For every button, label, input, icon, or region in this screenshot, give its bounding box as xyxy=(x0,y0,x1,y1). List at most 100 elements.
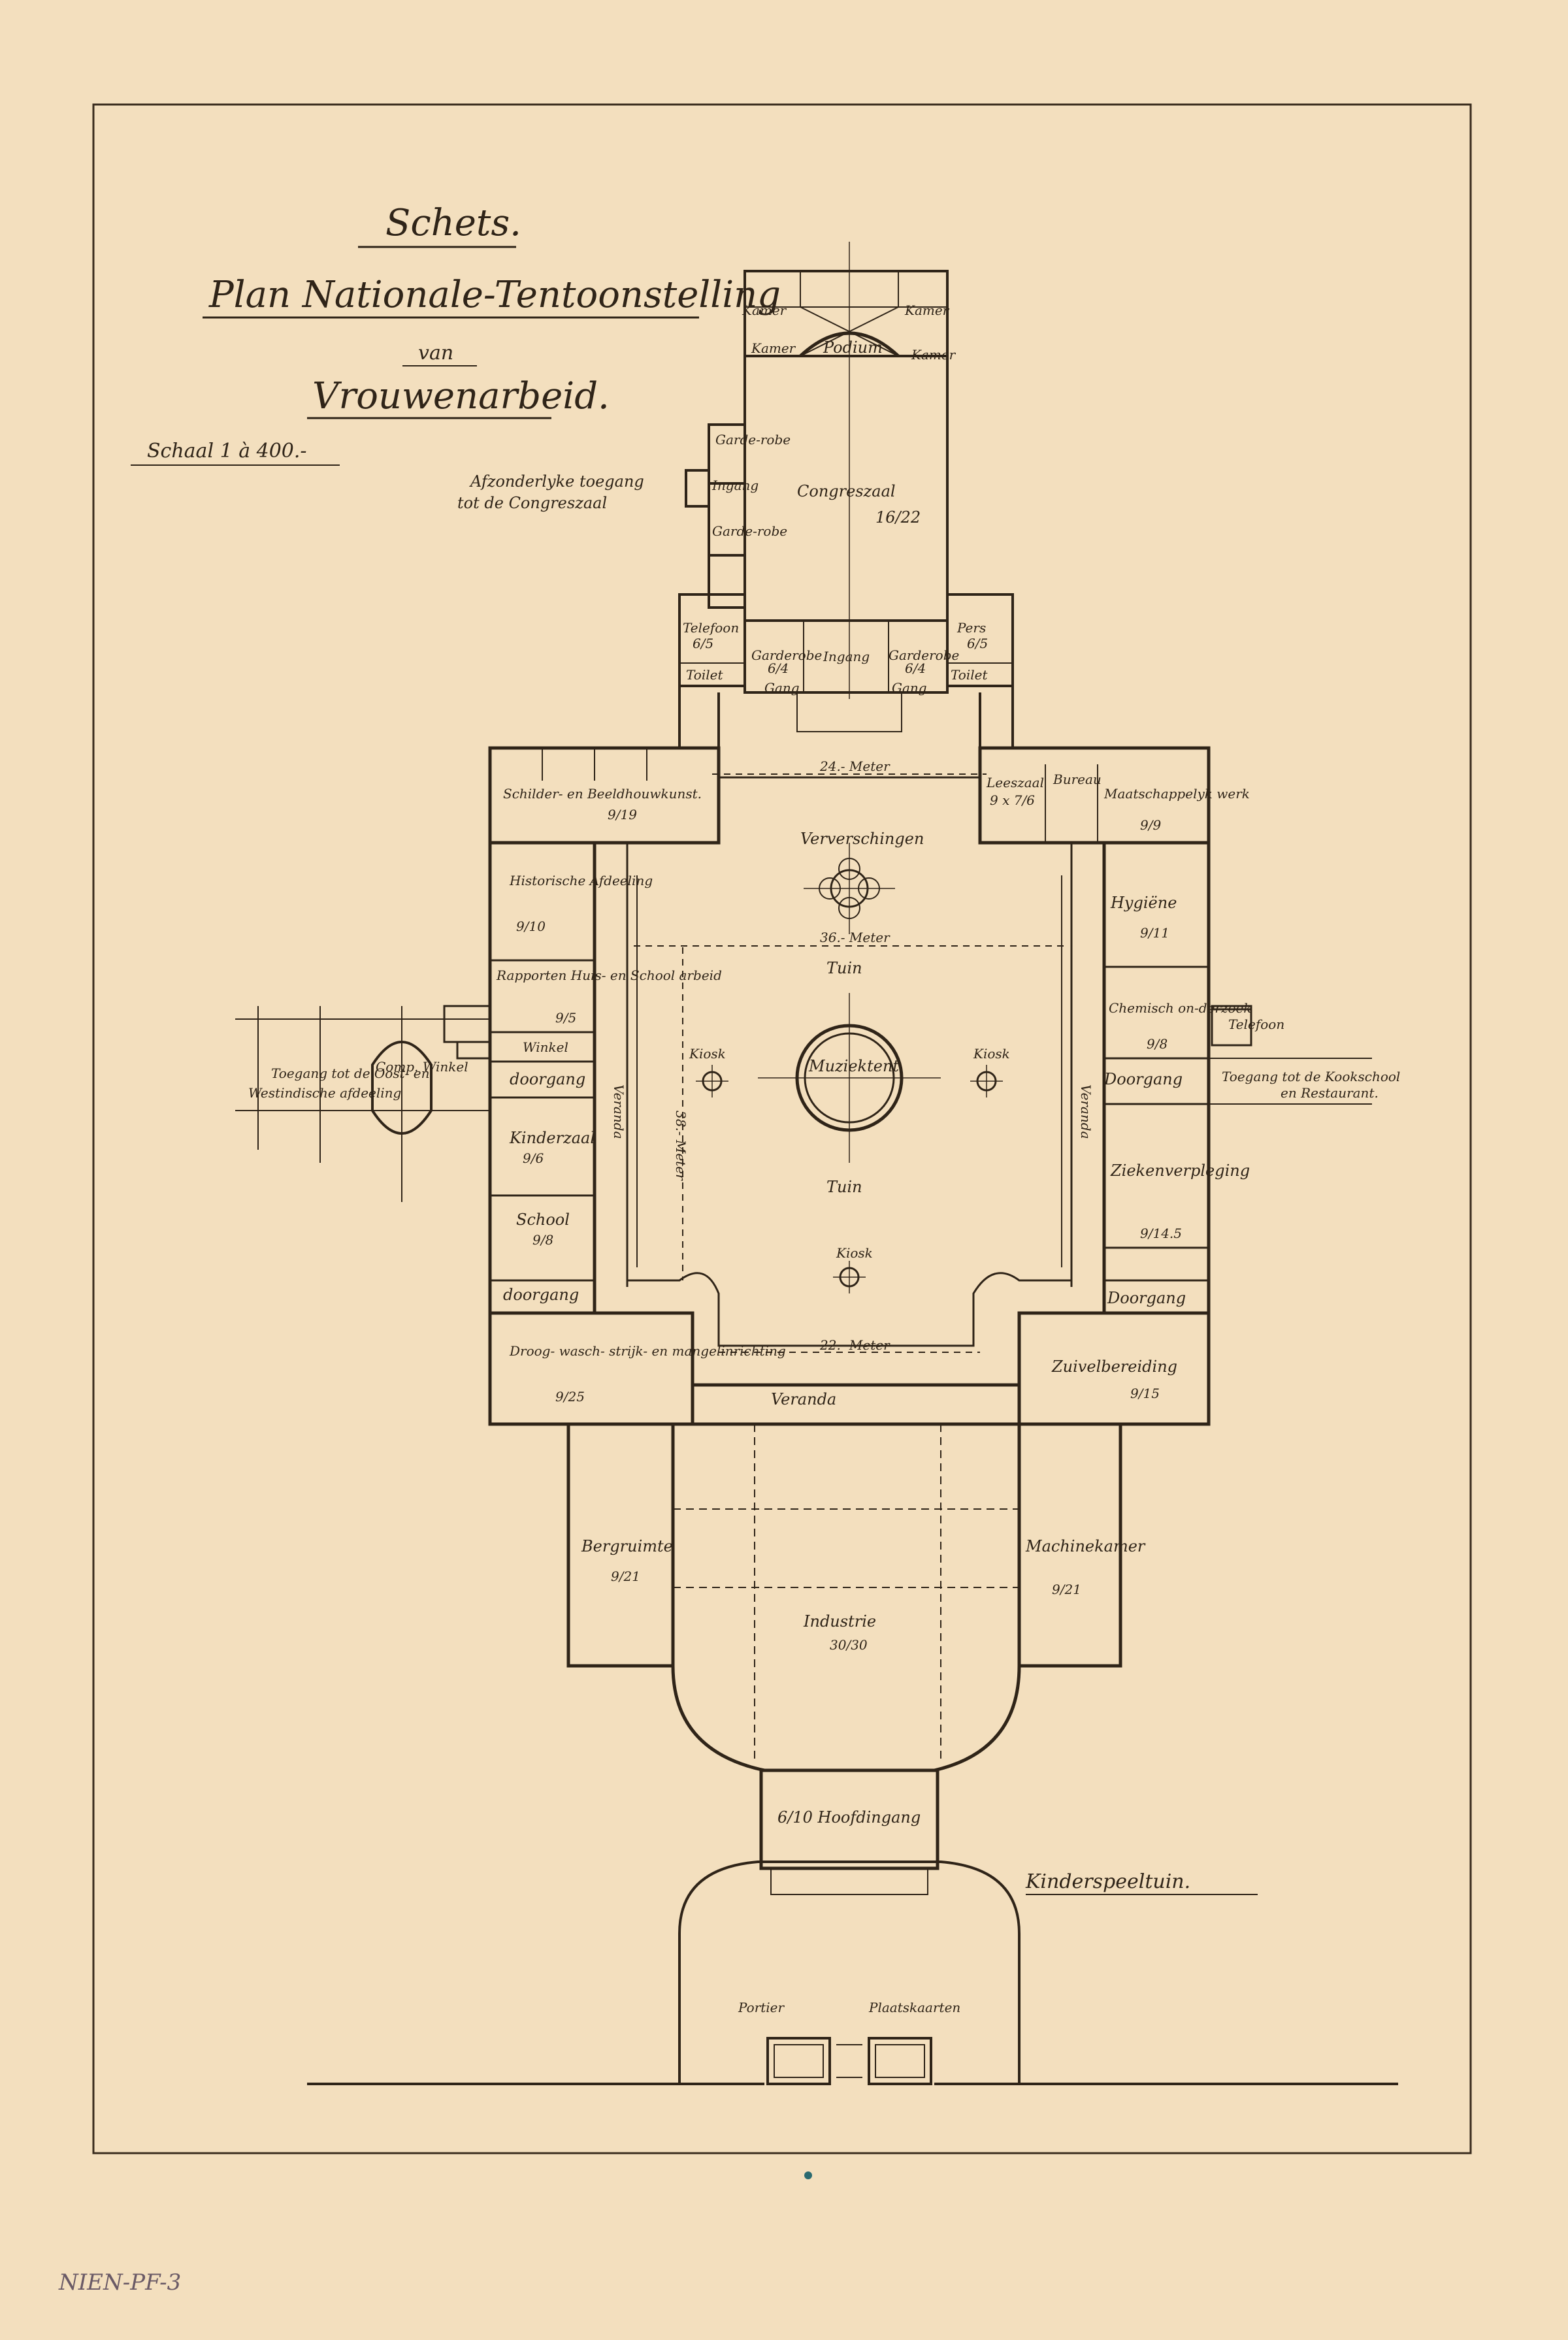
room-industrie-size: 30/30 xyxy=(830,1637,868,1653)
east-wing-dividers xyxy=(1104,966,1209,1282)
room-leeszaal-size: 9 x 7/6 xyxy=(990,792,1035,808)
room-chemisch-size: 9/8 xyxy=(1147,1036,1168,1052)
room-doorgang-e: Doorgang xyxy=(1103,1070,1183,1088)
label-kiosk-s: Kiosk xyxy=(836,1245,873,1261)
label-tuin-s: Tuin xyxy=(826,1178,862,1196)
industry-hall xyxy=(566,1422,1122,1895)
room-hygiene-size: 9/11 xyxy=(1140,925,1169,941)
room-maatschappelijk: Maatschappelyk werk xyxy=(1103,786,1250,802)
ink-dot xyxy=(804,2171,812,2179)
room-doorgang-se: Doorgang xyxy=(1107,1289,1186,1307)
label-tuin-n: Tuin xyxy=(826,959,862,977)
room-kamer-tr: Kamer xyxy=(904,302,950,318)
title-line-2: Plan Nationale-Tentoonstelling xyxy=(208,274,781,316)
room-machinekamer: Machinekamer xyxy=(1025,1537,1146,1555)
note-east-access-2: en Restaurant. xyxy=(1281,1085,1379,1101)
room-school: School xyxy=(516,1211,570,1229)
title-line-3: van xyxy=(418,342,453,365)
room-leeszaal: Leeszaal xyxy=(986,775,1044,790)
room-garderobe-l-size: 6/4 xyxy=(768,660,789,676)
room-plaatskaarten: Plaatskaarten xyxy=(868,2000,960,2015)
room-school-size: 9/8 xyxy=(532,1232,553,1248)
room-industrie: Industrie xyxy=(803,1612,876,1631)
room-doorgang-w: doorgang xyxy=(510,1070,585,1088)
room-gang-l: Gang xyxy=(764,680,800,696)
dim-bottom: 22.- Meter xyxy=(819,1337,890,1353)
label-veranda-e: Veranda xyxy=(1078,1084,1094,1139)
room-telefoon-e: Telefoon xyxy=(1228,1016,1284,1032)
room-ingang-w: Ingang xyxy=(711,478,759,493)
label-kiosk-w: Kiosk xyxy=(689,1046,726,1062)
room-historische-size: 9/10 xyxy=(516,918,546,934)
dim-middle: 36.- Meter xyxy=(820,930,890,945)
room-kamer-tl: Kamer xyxy=(742,302,787,318)
room-kinderzaal-size: 9/6 xyxy=(523,1150,544,1166)
room-rapporten-size: 9/5 xyxy=(555,1010,576,1026)
garden-edge xyxy=(626,776,1073,1347)
room-ingang-c: Ingang xyxy=(823,649,870,664)
drawing-border xyxy=(92,103,1472,2154)
note-west-access-2: Westindische afdeeling xyxy=(248,1085,401,1101)
room-kamer-ml: Kamer xyxy=(751,340,796,356)
west-wing-dividers xyxy=(490,959,595,1282)
room-gang-r: Gang xyxy=(892,680,927,696)
room-droog: Droog- wasch- strijk- en mangelinrichtin… xyxy=(509,1343,786,1359)
room-maatschappelijk-size: 9/9 xyxy=(1140,817,1161,833)
room-telefoon-size: 6/5 xyxy=(693,636,713,651)
room-schilder-size: 9/19 xyxy=(608,807,637,822)
east-annex xyxy=(1209,1005,1372,1105)
room-zuivel-size: 9/15 xyxy=(1130,1386,1160,1401)
label-veranda-s: Veranda xyxy=(771,1390,836,1408)
scale-note: Schaal 1 à 400.- xyxy=(147,440,307,463)
room-podium: Podium xyxy=(823,338,883,357)
room-hoofdingang: 6/10 Hoofdingang xyxy=(777,1808,921,1827)
room-hygiene: Hygiëne xyxy=(1110,894,1177,912)
note-separate-entrance-1: Afzonderlyke toegang xyxy=(469,472,644,491)
garden-features xyxy=(634,773,1065,1353)
room-schilder: Schilder- en Beeldhouwkunst. xyxy=(503,786,702,802)
room-congreszaal-size: 16/22 xyxy=(875,508,921,527)
margin-mark: NIEN-PF-3 xyxy=(58,2269,181,2296)
room-bureau: Bureau xyxy=(1053,772,1102,787)
room-garderobe-2: Garde-robe xyxy=(712,523,787,539)
room-congreszaal: Congreszaal xyxy=(797,482,896,500)
room-kinderzaal: Kinderzaal xyxy=(509,1129,595,1147)
room-garderobe-r: Garderobe xyxy=(889,647,959,663)
room-garderobe-1: Garde-robe xyxy=(715,432,791,447)
north-wing-dividers xyxy=(542,748,1098,843)
note-childrens-garden: Kinderspeeltuin. xyxy=(1025,1870,1190,1893)
room-chemisch: Chemisch on-derzoek xyxy=(1109,1000,1252,1016)
title-line-4: Vrouwenarbeid. xyxy=(312,375,610,417)
room-pers: Pers xyxy=(956,620,986,636)
label-kiosk-e: Kiosk xyxy=(973,1046,1010,1062)
label-veranda-w: Veranda xyxy=(611,1084,627,1139)
label-ververschingen: Ververschingen xyxy=(800,830,924,848)
room-toilet-r: Toilet xyxy=(951,667,988,683)
room-pers-size: 6/5 xyxy=(967,636,988,651)
room-bergruimte: Bergruimte xyxy=(581,1537,673,1555)
note-east-access: Toegang tot de Kookschool xyxy=(1222,1069,1400,1084)
room-historische: Historische Afdeeling xyxy=(509,873,653,888)
forecourt xyxy=(307,1861,1398,2085)
room-zuivel: Zuivelbereiding xyxy=(1051,1357,1177,1376)
room-garderobe-l: Garderobe xyxy=(751,647,822,663)
title-line-1: Schets. xyxy=(385,202,521,244)
room-ziekenverpleging-size: 9/14.5 xyxy=(1140,1226,1182,1241)
room-portier: Portier xyxy=(738,2000,785,2015)
room-toilet-l: Toilet xyxy=(686,667,723,683)
veranda-posts xyxy=(636,875,1062,1267)
west-annex-mark: Comp. Winkel xyxy=(376,1059,468,1075)
label-muziektent: Muziektent xyxy=(808,1057,899,1075)
note-separate-entrance-2: tot de Congreszaal xyxy=(457,494,607,512)
room-doorgang-sw: doorgang xyxy=(503,1286,579,1304)
room-machinekamer-size: 9/21 xyxy=(1052,1582,1081,1597)
dim-top: 24.- Meter xyxy=(819,758,890,774)
room-winkel: Winkel xyxy=(523,1039,568,1055)
room-rapporten: Rapporten Huis- en School arbeid xyxy=(496,967,722,983)
room-garderobe-r-size: 6/4 xyxy=(905,660,926,676)
room-ziekenverpleging: Ziekenverpleging xyxy=(1110,1162,1250,1180)
entrance-band xyxy=(678,593,1014,748)
dim-vertical: 38.- Meter xyxy=(673,1111,689,1181)
